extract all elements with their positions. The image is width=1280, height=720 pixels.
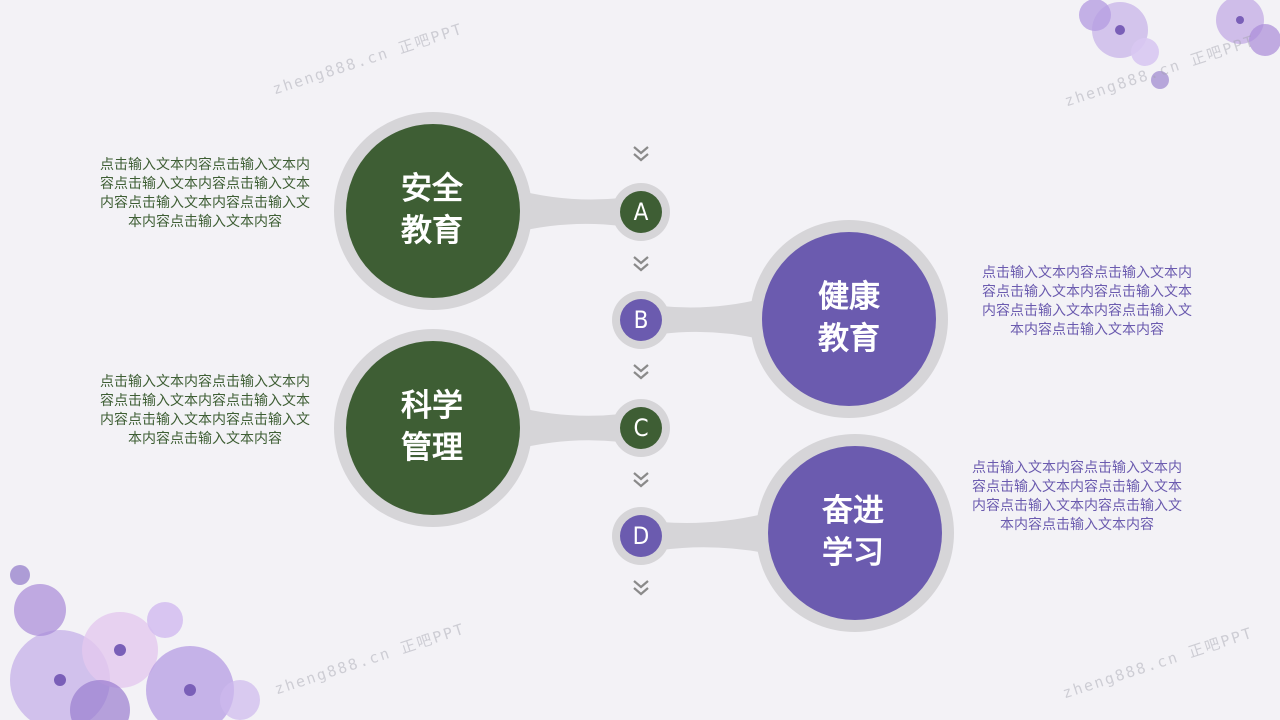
connector-b xyxy=(661,297,769,341)
connector-c xyxy=(513,406,621,450)
title-a-line2: 教育 xyxy=(401,213,463,249)
node-c-letter: C xyxy=(633,414,649,442)
description-b: 点击输入文本内容点击输入文本内容点击输入文本内容点击输入文本内容点击输入文本内容… xyxy=(982,265,1192,338)
chevron-icon-4-2 xyxy=(633,479,649,488)
description-a: 点击输入文本内容点击输入文本内容点击输入文本内容点击输入文本内容点击输入文本内容… xyxy=(100,157,310,230)
node-circle-a xyxy=(620,191,662,233)
node-circle-d xyxy=(620,515,662,557)
chevron-icon-4-1 xyxy=(633,472,649,481)
title-c-line1: 科学 xyxy=(401,388,463,424)
title-a: 安全 教育 xyxy=(372,168,492,252)
diagram-shapes xyxy=(334,112,954,632)
title-d-line2: 学习 xyxy=(822,535,884,571)
node-b-letter: B xyxy=(633,306,649,334)
flower-decoration-top-right xyxy=(1079,0,1280,89)
title-c-line2: 管理 xyxy=(401,430,463,466)
main-circle-d xyxy=(768,446,942,620)
connector-d xyxy=(661,511,775,555)
title-a-line1: 安全 xyxy=(401,171,463,207)
chevron-icon-5-1 xyxy=(633,580,649,589)
chevron-icon-2-1 xyxy=(633,256,649,265)
title-c: 科学 管理 xyxy=(372,385,492,469)
chevron-icon-3-1 xyxy=(633,364,649,373)
title-d: 奋进 学习 xyxy=(793,490,913,574)
chevron-icon-3-2 xyxy=(633,371,649,380)
node-circle-b xyxy=(620,299,662,341)
title-b: 健康 教育 xyxy=(789,276,909,360)
chevron-icon-2-2 xyxy=(633,263,649,272)
main-circle-b xyxy=(762,232,936,406)
connector-a xyxy=(513,189,621,233)
title-b-line1: 健康 xyxy=(818,279,880,315)
node-d-letter: D xyxy=(632,522,650,550)
description-c: 点击输入文本内容点击输入文本内容点击输入文本内容点击输入文本内容点击输入文本内容… xyxy=(100,374,310,447)
node-circle-c xyxy=(620,407,662,449)
chevron-icon-1-2 xyxy=(633,153,649,162)
node-a-letter: A xyxy=(633,198,649,226)
description-d: 点击输入文本内容点击输入文本内容点击输入文本内容点击输入文本内容点击输入文本内容… xyxy=(972,460,1182,533)
title-d-line1: 奋进 xyxy=(822,493,884,529)
main-circle-c xyxy=(346,341,520,515)
title-b-line2: 教育 xyxy=(818,321,880,357)
chevron-icon-1-1 xyxy=(633,146,649,155)
flower-decoration-bottom-left xyxy=(10,565,260,720)
chevron-icon-5-2 xyxy=(633,587,649,596)
main-circle-a xyxy=(346,124,520,298)
